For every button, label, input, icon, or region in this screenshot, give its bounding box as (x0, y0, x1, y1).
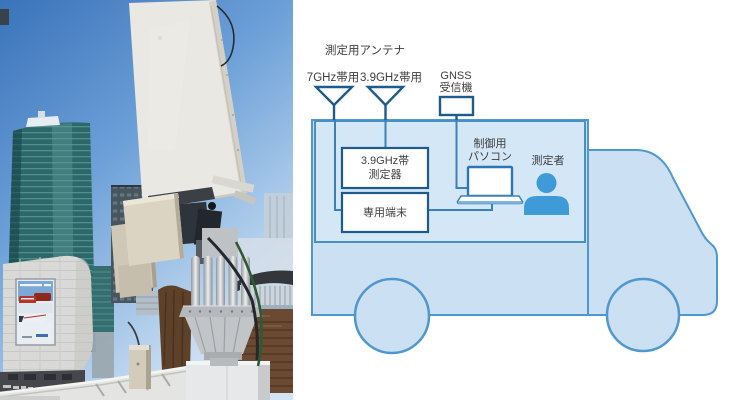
antenna-7ghz-icon (313, 85, 355, 120)
connector-gnss-to-pc (455, 120, 468, 189)
gnss-label: GNSS 受信機 (440, 70, 473, 94)
measurement-van-diagram: 測定用アンテナ 7GHz帯用 3.9GHz帯用 GNSS 受信機 3.9GHz帯… (295, 0, 734, 400)
control-pc-line1: 制御用 (473, 138, 507, 150)
equipment-boxes (111, 193, 184, 298)
connector-7ghz-to-terminal (334, 120, 342, 211)
terminal-box (340, 191, 430, 234)
photo-illustration (0, 0, 293, 400)
van-cab (587, 149, 718, 316)
antenna-group-label: 測定用アンテナ (324, 45, 406, 57)
terminal-box-label: 専用端末 (363, 206, 407, 219)
operator-label: 測定者 (531, 155, 565, 167)
instrument-box-label: 3.9GHz帯 測定器 (342, 148, 428, 188)
control-pc-label: 制御用 パソコン (468, 138, 512, 164)
antenna-mast-assembly (179, 228, 263, 355)
instrument-box (340, 146, 430, 190)
panel-antenna (129, 0, 248, 212)
gnss-receiver-icon (438, 95, 475, 120)
operator-icon (524, 173, 569, 215)
instrument-box-line1: 3.9GHz帯 (360, 155, 410, 167)
gnss-label-line2: 受信機 (439, 82, 473, 94)
rear-wheel (353, 277, 431, 355)
black-cable (206, 236, 259, 361)
utility-box (127, 321, 151, 389)
gnss-label-line1: GNSS (440, 70, 472, 82)
tower-cap (26, 116, 60, 127)
tree-trunk (158, 285, 192, 370)
antenna-cable-loop (216, 5, 235, 67)
antenna-39ghz-label: 3.9GHz帯用 (360, 72, 422, 84)
antenna-39ghz-icon (365, 85, 406, 120)
connector-terminal-to-pc (428, 203, 493, 211)
cables (206, 236, 263, 367)
distant-object (0, 9, 9, 25)
connector-lines (334, 120, 493, 211)
instrument-box-line2: 測定器 (368, 169, 402, 181)
antenna-7ghz-label: 7GHz帯用 (306, 72, 360, 84)
train-billboard (15, 278, 56, 346)
front-wheel (605, 277, 681, 353)
glass-facade-gap (92, 266, 114, 378)
van-diagram-graphics (311, 85, 718, 355)
control-pc-line2: パソコン (468, 151, 512, 163)
equipment-cabinet (186, 352, 270, 400)
green-cable (234, 241, 263, 367)
billboard-building (0, 255, 93, 397)
rooftop-antenna-photo (0, 0, 293, 400)
laptop-icon (456, 165, 524, 205)
